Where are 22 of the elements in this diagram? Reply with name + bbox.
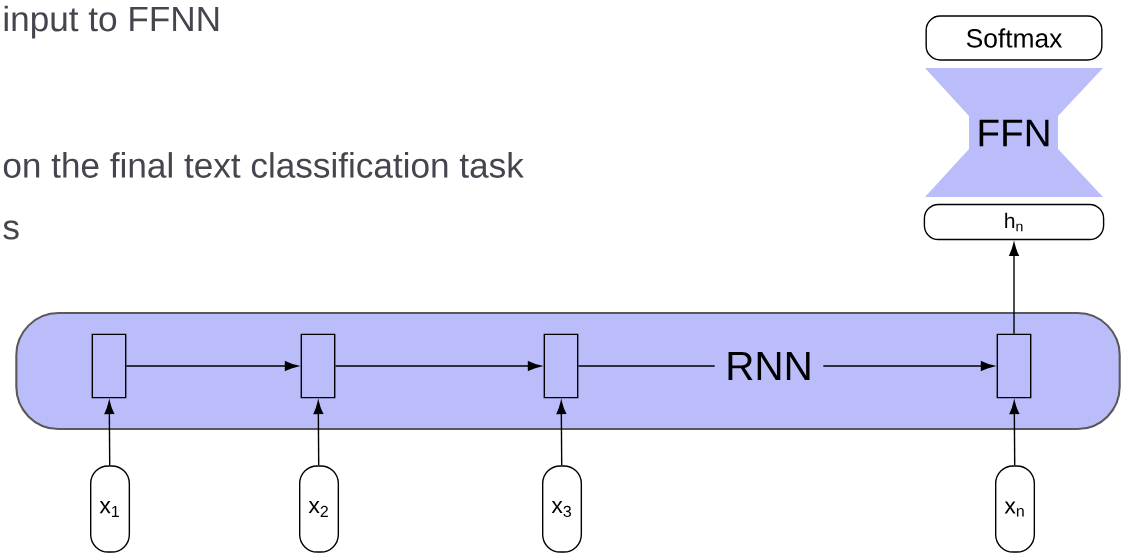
arrow [1009,242,1019,335]
vector-box: Softmax [925,15,1103,61]
vector-box: h$_{n}$ [923,203,1105,241]
arrow [556,400,567,466]
hidden-state-box [91,333,127,399]
slide-text: s [3,220,19,240]
arrow [125,361,299,371]
hidden-state-box [996,333,1032,399]
slide-text: input to FFNN [4,5,219,39]
input-token: x$_{2}$ [299,465,340,553]
input-token: x$_{3}$ [542,465,583,553]
arrow [313,400,324,466]
hidden-state-box [300,333,336,399]
feedforward-layer: FFN [925,68,1103,197]
arrow [334,361,542,371]
slide-text: on the final text classification task [3,152,524,178]
hidden-state-box [543,333,579,399]
band-label: RNN [714,350,824,382]
arrow [104,400,115,466]
input-token: x$_{n}$ [994,465,1036,553]
input-token: x$_{1}$ [90,465,131,553]
arrow [1009,400,1020,466]
